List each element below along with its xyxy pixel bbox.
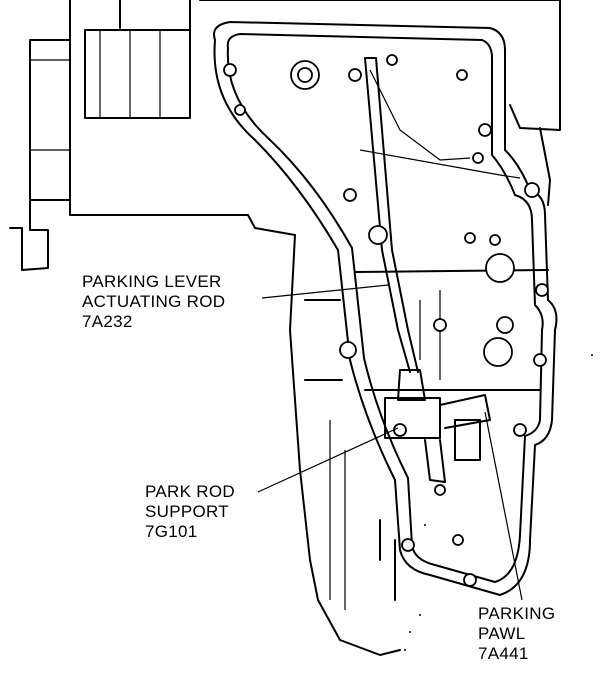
park-rod-support-part: [384, 369, 491, 483]
leader-parking-pawl: [484, 411, 523, 601]
leader-park-rod-support: [257, 427, 399, 493]
callout-line: PAWL: [478, 624, 526, 643]
leader-lines: [257, 284, 523, 601]
valve-body-gasket-outline: [213, 21, 558, 596]
callout-line: ACTUATING ROD: [82, 292, 226, 311]
transmission-case-lower: [289, 149, 549, 656]
callout-line: PARKING: [478, 604, 556, 623]
transmission-case-upper: [9, 0, 561, 271]
callout-line: PARK ROD: [145, 482, 235, 501]
callout-park-rod-support: PARK ROD SUPPORT 7G101: [145, 482, 235, 542]
callout-part-number: 7A232: [82, 312, 133, 331]
parking-lever-actuating-rod-part: [364, 57, 471, 373]
leader-actuating-rod: [261, 284, 389, 299]
callout-parking-lever-actuating-rod: PARKING LEVER ACTUATING ROD 7A232: [82, 272, 225, 332]
callout-part-number: 7A441: [478, 644, 529, 663]
callout-line: PARKING LEVER: [82, 272, 222, 291]
callout-parking-pawl: PARKING PAWL 7A441: [478, 604, 555, 664]
bolt-holes: [223, 54, 549, 587]
speckle: [404, 354, 593, 651]
callout-line: SUPPORT: [145, 502, 229, 521]
callout-part-number: 7G101: [145, 522, 198, 541]
